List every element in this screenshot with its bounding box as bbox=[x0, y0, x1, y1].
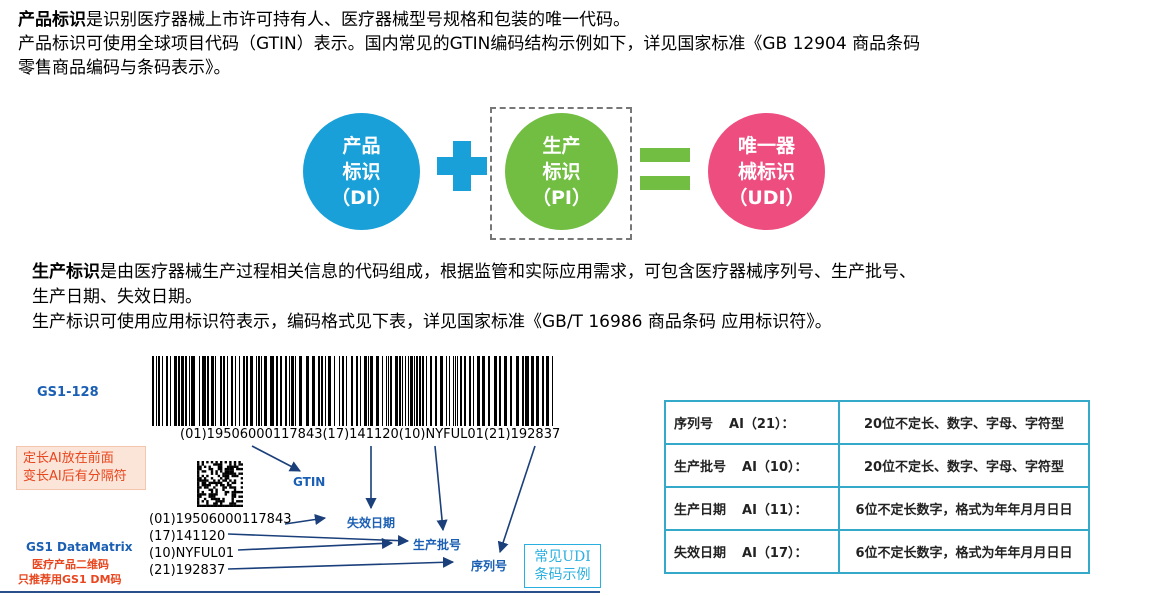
pi-circle: 生产 标识 （PI） bbox=[505, 113, 618, 230]
arrow-to-batch-top bbox=[434, 445, 448, 532]
arrow-to-gtin bbox=[251, 445, 301, 472]
intro-line-2: 产品标识可使用全球项目代码（GTIN）表示。国内常见的GTIN编码结构示例如下，… bbox=[18, 34, 921, 54]
arrow-to-serial-top bbox=[497, 445, 536, 554]
batch-label: 生产批号 bbox=[413, 538, 462, 552]
gs1-128-label: GS1-128 bbox=[37, 385, 99, 400]
di-circle: 产品 标识 （DI） bbox=[303, 113, 420, 230]
pi-line-3: 生产标识可使用应用标识符表示，编码格式见下表，详见国家标准《GB/T 16986… bbox=[32, 312, 832, 332]
udi-circle: 唯一器 械标识 （UDI） bbox=[708, 113, 825, 230]
pi-dashed-frame bbox=[490, 107, 632, 240]
serial-label: 序列号 bbox=[471, 559, 508, 573]
intro-line-1: 产品标识是识别医疗器械上市许可持有人、医疗器械型号规格和包装的唯一代码。 bbox=[18, 10, 630, 30]
pi-line-2: 生产日期、失效日期。 bbox=[32, 287, 202, 307]
datamatrix-label: GS1 DataMatrix bbox=[26, 540, 133, 554]
linear-barcode bbox=[152, 356, 553, 426]
intro-term: 产品标识 bbox=[18, 10, 86, 30]
datamatrix-sub-1: 医疗产品二维码 bbox=[32, 558, 109, 571]
barcode-human-readable: (01)19506000117843(17)141120(10)NYFUL01(… bbox=[180, 427, 561, 442]
udi-example-box: 常见UDI 条码示例 bbox=[524, 544, 601, 588]
intro-line-3: 零售商品编码与条码表示》。 bbox=[18, 58, 231, 78]
datamatrix-sub-2: 只推荐用GS1 DM码 bbox=[18, 573, 122, 586]
datamatrix-text: (01)19506000117843 (17)141120 (10)NYFUL0… bbox=[149, 512, 292, 578]
pi-term: 生产标识 bbox=[32, 262, 100, 282]
gtin-label: GTIN bbox=[293, 475, 326, 489]
datamatrix-code bbox=[197, 461, 243, 507]
expiry-label: 失效日期 bbox=[347, 516, 396, 530]
pi-line-1: 生产标识是由医疗器械生产过程相关信息的代码组成，根据监管和实际应用需求，可包含医… bbox=[32, 262, 916, 282]
separator-note: 定长AI放在前面 变长AI后有分隔符 bbox=[16, 446, 146, 490]
